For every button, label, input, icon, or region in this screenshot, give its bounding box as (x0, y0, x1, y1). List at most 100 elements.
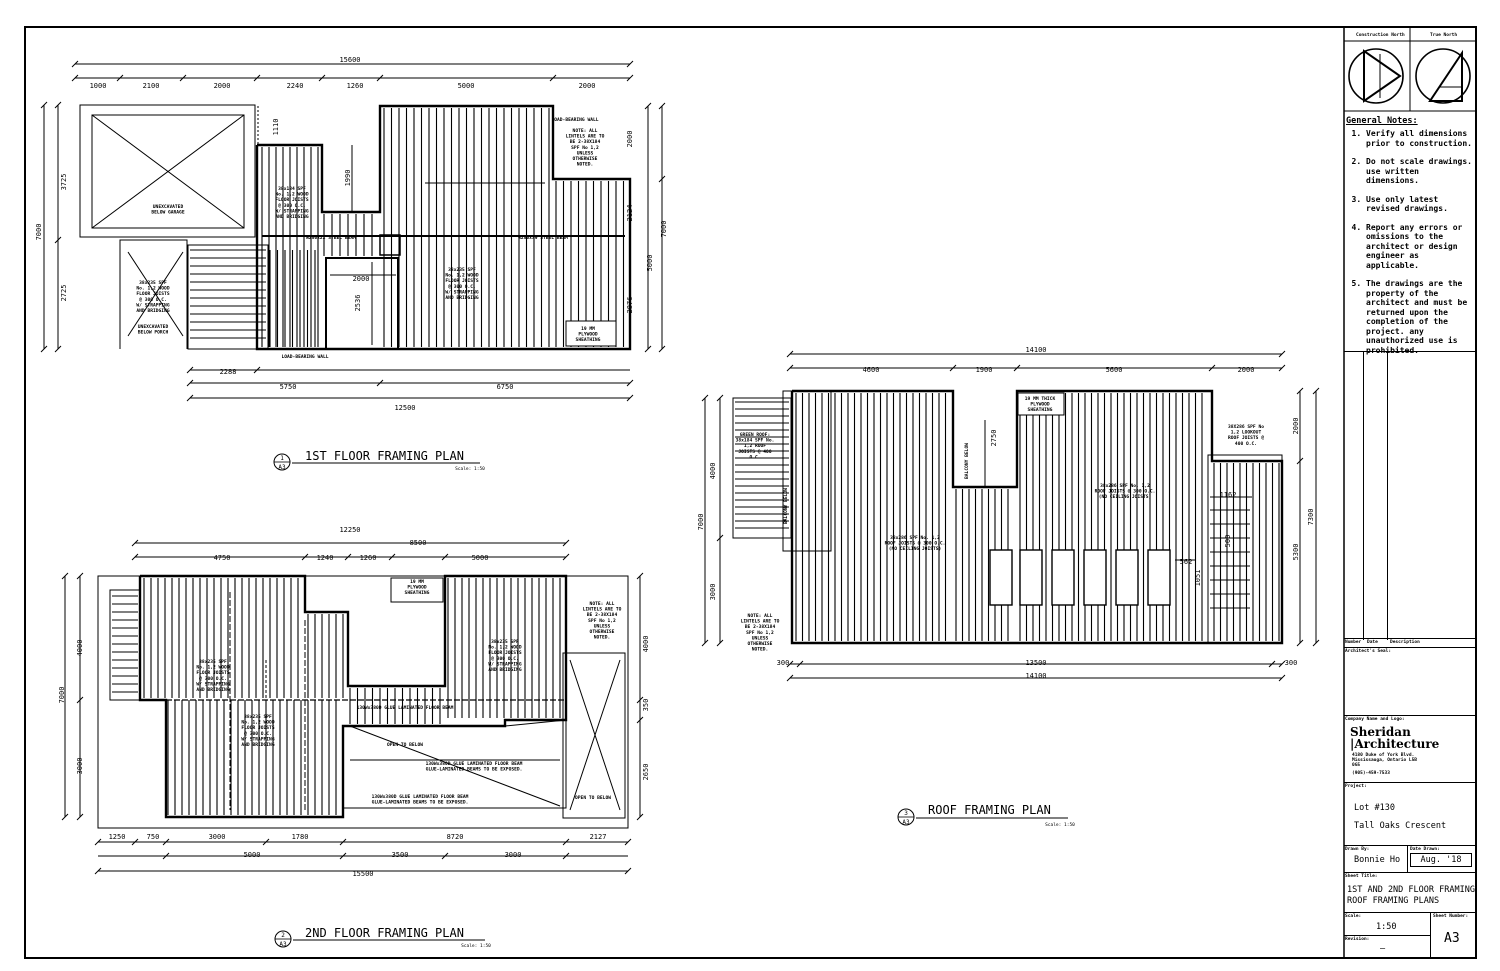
label-line: W/ STRAPPING (196, 681, 229, 687)
detail-sheet: A3 (278, 464, 286, 471)
label-line: @ 300 O.C. (448, 284, 476, 290)
dim: 5750 (280, 383, 297, 391)
label-line: 400 O.C. (1235, 441, 1257, 447)
dim-tick (54, 345, 62, 353)
label-line: FLOOR JOISTS (275, 197, 308, 203)
label: BALCONY BELOW (783, 488, 789, 524)
label-line: AND BRIDGING (196, 687, 229, 693)
dim-tick (624, 838, 632, 846)
dim-tick (116, 74, 124, 82)
label-line: No. 1,2 WOOD (136, 286, 169, 292)
note-item: The drawings are the property of the arc… (1366, 279, 1476, 355)
roof-opening (1019, 549, 1043, 606)
dim-tick (376, 74, 384, 82)
dim: 3725 (60, 174, 68, 191)
construction-north-arrow-icon (1348, 48, 1404, 104)
dim-tick (94, 867, 102, 875)
dim-tick (786, 660, 794, 668)
dim: 7000 (697, 514, 705, 531)
dim-tick (40, 345, 48, 353)
company-phone: (905)-459-7533 (1352, 771, 1390, 776)
label-line: NOTE: ALL (590, 601, 615, 607)
label-line: No. 1,2 WOOD (445, 273, 478, 279)
dim: 1900 (976, 366, 993, 374)
title-block: Construction North True North General No… (1344, 27, 1476, 959)
label-line: UNLESS (577, 150, 594, 156)
label-line: LINTELS ARE TO (741, 619, 780, 625)
architect-seal-box: Architect's Seal: (1344, 647, 1476, 715)
label: W250x39 STEEL BEAM (518, 235, 568, 241)
dim: 1260 (347, 82, 364, 90)
dim-tick (344, 553, 352, 561)
dim: 1051 (1194, 570, 1202, 587)
label: OPEN TO BELOW (575, 795, 611, 801)
rev-date-header: Date (1367, 640, 1378, 645)
dim: 1250 (109, 833, 126, 841)
dim-tick (644, 345, 652, 353)
dim: 350 (642, 699, 650, 712)
dim: 5000 (458, 82, 475, 90)
label-line: FLOOR JOISTS (445, 278, 478, 284)
dim: 12500 (394, 404, 415, 412)
dim-tick (71, 74, 79, 82)
dim: 2876 (626, 297, 634, 314)
dim: 2000 (579, 82, 596, 90)
drawn-by-value: Bonnie Ho (1354, 855, 1401, 865)
plan3-joists (735, 393, 1280, 641)
dim-tick (301, 553, 309, 561)
dim: 1990 (344, 170, 352, 187)
dim: 4600 (863, 366, 880, 374)
dim: 2650 (642, 764, 650, 781)
dim: 300 (777, 659, 790, 667)
dim-tick (701, 394, 709, 402)
label-line: 1,2 ROOF (744, 443, 766, 449)
label-line: 38x235 SPF (139, 280, 167, 286)
dim-tick (549, 74, 557, 82)
dim: 2100 (143, 82, 160, 90)
label-line: W/ STRAPPING (136, 302, 169, 308)
label-line: FLOOR JOISTS (488, 650, 521, 656)
dim-tick (636, 696, 644, 704)
scale-value: 1:50 (1376, 922, 1397, 932)
dim: 3500 (392, 851, 409, 859)
dim: 12250 (339, 526, 360, 534)
project-box: Project: Lot #130 Tall Oaks Crescent (1344, 782, 1476, 845)
label-line: NOTE: ALL (748, 613, 773, 619)
dim: 6750 (497, 383, 514, 391)
first-floor-framing-plan: 15600 1000 2100 2000 2240 1260 5000 2000… (35, 56, 668, 472)
dim: 5300 (1292, 544, 1300, 561)
label-line: AND BRIDGING (275, 214, 308, 220)
dim-tick (1278, 674, 1286, 682)
label-line: ROOF JOISTS @ 300 O.C. (1095, 489, 1156, 495)
dim: 4000 (642, 636, 650, 653)
dim-tick (636, 572, 644, 580)
label-line: FLOOR JOISTS (241, 725, 274, 731)
label-line: UNEXCAVATED (138, 324, 169, 330)
roof-opening (1083, 549, 1107, 606)
dim-tick (186, 379, 194, 387)
dim-tick (94, 838, 102, 846)
dim-tick (131, 838, 139, 846)
dim-tick (562, 852, 570, 860)
label-line: ROOF JOISTS @ (1228, 435, 1264, 441)
label-line: SHEATHING (576, 337, 601, 343)
dim-tick (339, 838, 347, 846)
label-line: 130Wx380D GLUE LAMINATED FLOOR BEAM (426, 761, 523, 767)
dim-tick (71, 60, 79, 68)
dim-tick (186, 394, 194, 402)
label-line: No. 1,2 WOOD (241, 720, 274, 726)
plan2-title: 2 A3 2ND FLOOR FRAMING PLAN Scale: 1:50 (274, 926, 491, 949)
plan2-joists (112, 578, 561, 815)
sheet-title-line2: ROOF FRAMING PLANS (1347, 896, 1440, 906)
dim: 15500 (352, 870, 373, 878)
dim: 500 (1224, 535, 1232, 548)
dim: 1240 (317, 554, 334, 562)
sheet-number-value: A3 (1444, 931, 1460, 946)
dim-tick (626, 379, 634, 387)
